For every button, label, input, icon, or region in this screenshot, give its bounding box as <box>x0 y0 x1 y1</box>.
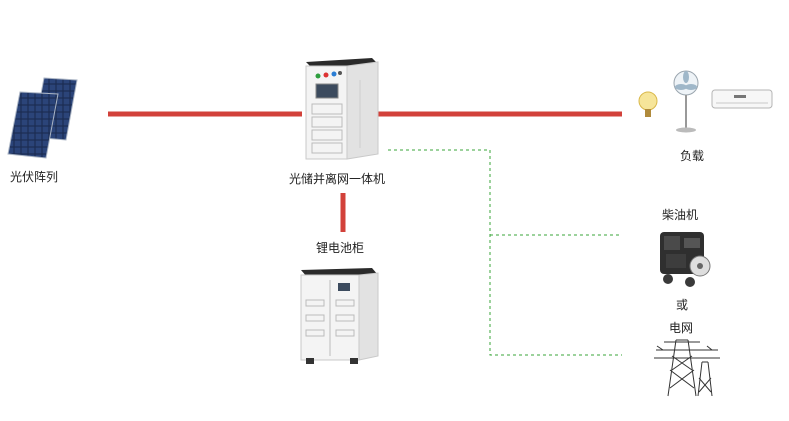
load-label: 负载 <box>680 149 705 163</box>
battery-label: 锂电池柜 <box>316 241 365 255</box>
grid-label: 电网 <box>669 321 694 335</box>
or-label: 或 <box>676 298 689 312</box>
pv-array-label: 光伏阵列 <box>10 170 59 184</box>
inverter-label: 光储并离网一体机 <box>289 172 386 186</box>
diesel-label: 柴油机 <box>662 208 699 222</box>
dashed-connection <box>388 149 622 356</box>
